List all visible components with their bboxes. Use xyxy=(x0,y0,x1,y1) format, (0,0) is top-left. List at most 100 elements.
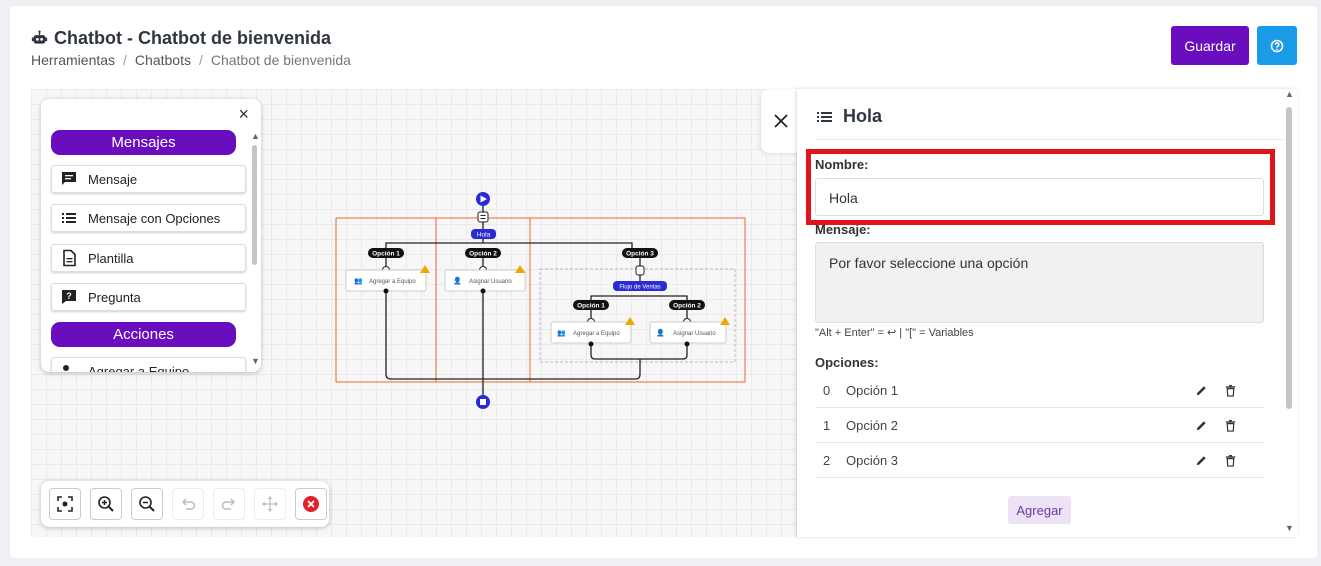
port[interactable] xyxy=(383,288,389,294)
warning-icon xyxy=(420,265,430,273)
help-icon xyxy=(1270,39,1284,52)
port[interactable] xyxy=(684,341,690,347)
close-icon xyxy=(774,114,788,128)
shortcut-hint: "Alt + Enter" = ↩ | "[" = Variables xyxy=(815,327,974,339)
palette-item-template[interactable]: Plantilla xyxy=(51,244,246,272)
breadcrumb-separator: / xyxy=(198,52,203,68)
root-label: Hola xyxy=(477,232,491,239)
undo-button[interactable] xyxy=(172,488,204,520)
scroll-down-icon[interactable]: ▼ xyxy=(251,356,260,366)
action-node-label: Asignar Usuario xyxy=(469,279,512,285)
sub-option-pill-1[interactable] xyxy=(573,300,609,310)
option-pill-label: Opción 1 xyxy=(372,251,400,258)
palette-item-message-options[interactable]: Mensaje con Opciones xyxy=(51,204,246,232)
scroll-up-icon[interactable]: ▲ xyxy=(1285,89,1294,99)
edit-icon[interactable] xyxy=(1195,384,1208,397)
annotation-highlight-box xyxy=(806,149,1275,225)
zoom-out-button[interactable] xyxy=(131,488,163,520)
properties-panel: Hola Nombre: Hola Mensaje: Por favor sel… xyxy=(797,89,1297,537)
panel-title-text: Hola xyxy=(843,106,883,126)
robot-icon xyxy=(31,30,48,44)
message-textarea[interactable]: Por favor seleccione una opción xyxy=(815,242,1264,323)
warning-icon xyxy=(720,317,730,325)
user-icon: 👤 xyxy=(656,328,665,337)
palette-item-label: Plantilla xyxy=(88,250,134,266)
sub-option-pill-2[interactable] xyxy=(669,300,705,310)
team-icon: 👥 xyxy=(354,278,363,285)
palette-section-actions: Acciones xyxy=(51,322,236,347)
list-icon xyxy=(817,111,832,122)
panel-scrollbar[interactable]: ▲ ▼ xyxy=(1285,89,1294,533)
palette-section-messages: Mensajes xyxy=(51,130,236,155)
fit-view-button[interactable] xyxy=(49,488,81,520)
redo-icon xyxy=(221,498,236,510)
svg-text:?: ? xyxy=(66,291,72,301)
option-pill-label: Opción 3 xyxy=(626,251,654,258)
option-index: 0 xyxy=(823,382,831,398)
root-message-node[interactable] xyxy=(477,211,489,223)
selection-box-root xyxy=(335,217,746,383)
subflow-label-pill[interactable] xyxy=(613,281,667,291)
option-row: 0 Opción 1 xyxy=(815,373,1265,408)
question-icon: ? xyxy=(62,290,76,304)
scrollbar-thumb[interactable] xyxy=(1286,107,1292,409)
trash-icon[interactable] xyxy=(1224,384,1237,397)
root-label-pill[interactable] xyxy=(471,229,496,239)
move-icon xyxy=(262,496,278,512)
node-palette: × Mensajes Mensaje Mensaje con Opciones … xyxy=(41,99,261,372)
stop-icon xyxy=(480,399,486,405)
user-icon: 👤 xyxy=(453,276,462,285)
trash-icon[interactable] xyxy=(1224,454,1237,467)
breadcrumb-item-tools[interactable]: Herramientas xyxy=(31,52,116,68)
zoom-in-icon xyxy=(98,496,114,512)
list-icon xyxy=(62,213,76,223)
help-button[interactable] xyxy=(1257,26,1297,65)
edit-icon[interactable] xyxy=(1195,454,1208,467)
option-pill-3[interactable] xyxy=(622,248,658,258)
port[interactable] xyxy=(588,341,594,347)
option-pill-2[interactable] xyxy=(465,248,501,258)
breadcrumb-item-chatbots[interactable]: Chatbots xyxy=(134,52,191,68)
breadcrumb-separator: / xyxy=(123,52,127,68)
scroll-up-icon[interactable]: ▲ xyxy=(251,131,260,141)
palette-item-label: Pregunta xyxy=(88,289,141,305)
delete-button[interactable] xyxy=(295,488,327,520)
option-pill-1[interactable] xyxy=(368,248,404,258)
palette-item-label: Agregar a Equipo xyxy=(88,363,190,373)
option-label: Opción 1 xyxy=(846,382,899,398)
redo-button[interactable] xyxy=(213,488,245,520)
play-icon xyxy=(480,195,487,203)
action-node-label: Agregar a Equipo xyxy=(369,279,416,285)
option-label: Opción 3 xyxy=(846,452,899,468)
divider xyxy=(815,139,1283,140)
warning-icon xyxy=(625,317,635,325)
action-node-label: Agregar a Equipo xyxy=(573,331,620,337)
option-index: 2 xyxy=(823,452,831,468)
name-input[interactable]: Hola xyxy=(815,178,1264,216)
move-button[interactable] xyxy=(254,488,286,520)
panel-close-button[interactable] xyxy=(761,89,801,153)
add-option-button[interactable]: Agregar xyxy=(1008,496,1071,524)
port[interactable] xyxy=(480,288,486,294)
palette-item-label: Mensaje con Opciones xyxy=(88,210,221,226)
subflow-label: Flujo de Ventas xyxy=(619,285,660,291)
palette-item-question[interactable]: ? Pregunta xyxy=(51,283,246,311)
canvas-toolbar xyxy=(41,481,329,527)
palette-close-icon[interactable]: × xyxy=(238,104,249,124)
subflow-node[interactable] xyxy=(635,265,645,276)
save-button[interactable]: Guardar xyxy=(1171,26,1249,65)
palette-item-message[interactable]: Mensaje xyxy=(51,165,246,193)
name-label: Nombre: xyxy=(815,157,869,172)
edit-icon[interactable] xyxy=(1195,419,1208,432)
focus-icon xyxy=(57,496,73,512)
trash-icon[interactable] xyxy=(1224,419,1237,432)
scrollbar-thumb[interactable] xyxy=(252,145,257,265)
option-index: 1 xyxy=(823,417,831,433)
palette-scrollbar[interactable]: ▲ ▼ xyxy=(251,131,260,366)
sub-option-label: Opción 1 xyxy=(577,303,605,310)
scroll-down-icon[interactable]: ▼ xyxy=(1285,523,1294,533)
palette-item-add-team[interactable]: Agregar a Equipo xyxy=(51,357,246,372)
zoom-in-button[interactable] xyxy=(90,488,122,520)
option-row: 1 Opción 2 xyxy=(815,408,1265,443)
